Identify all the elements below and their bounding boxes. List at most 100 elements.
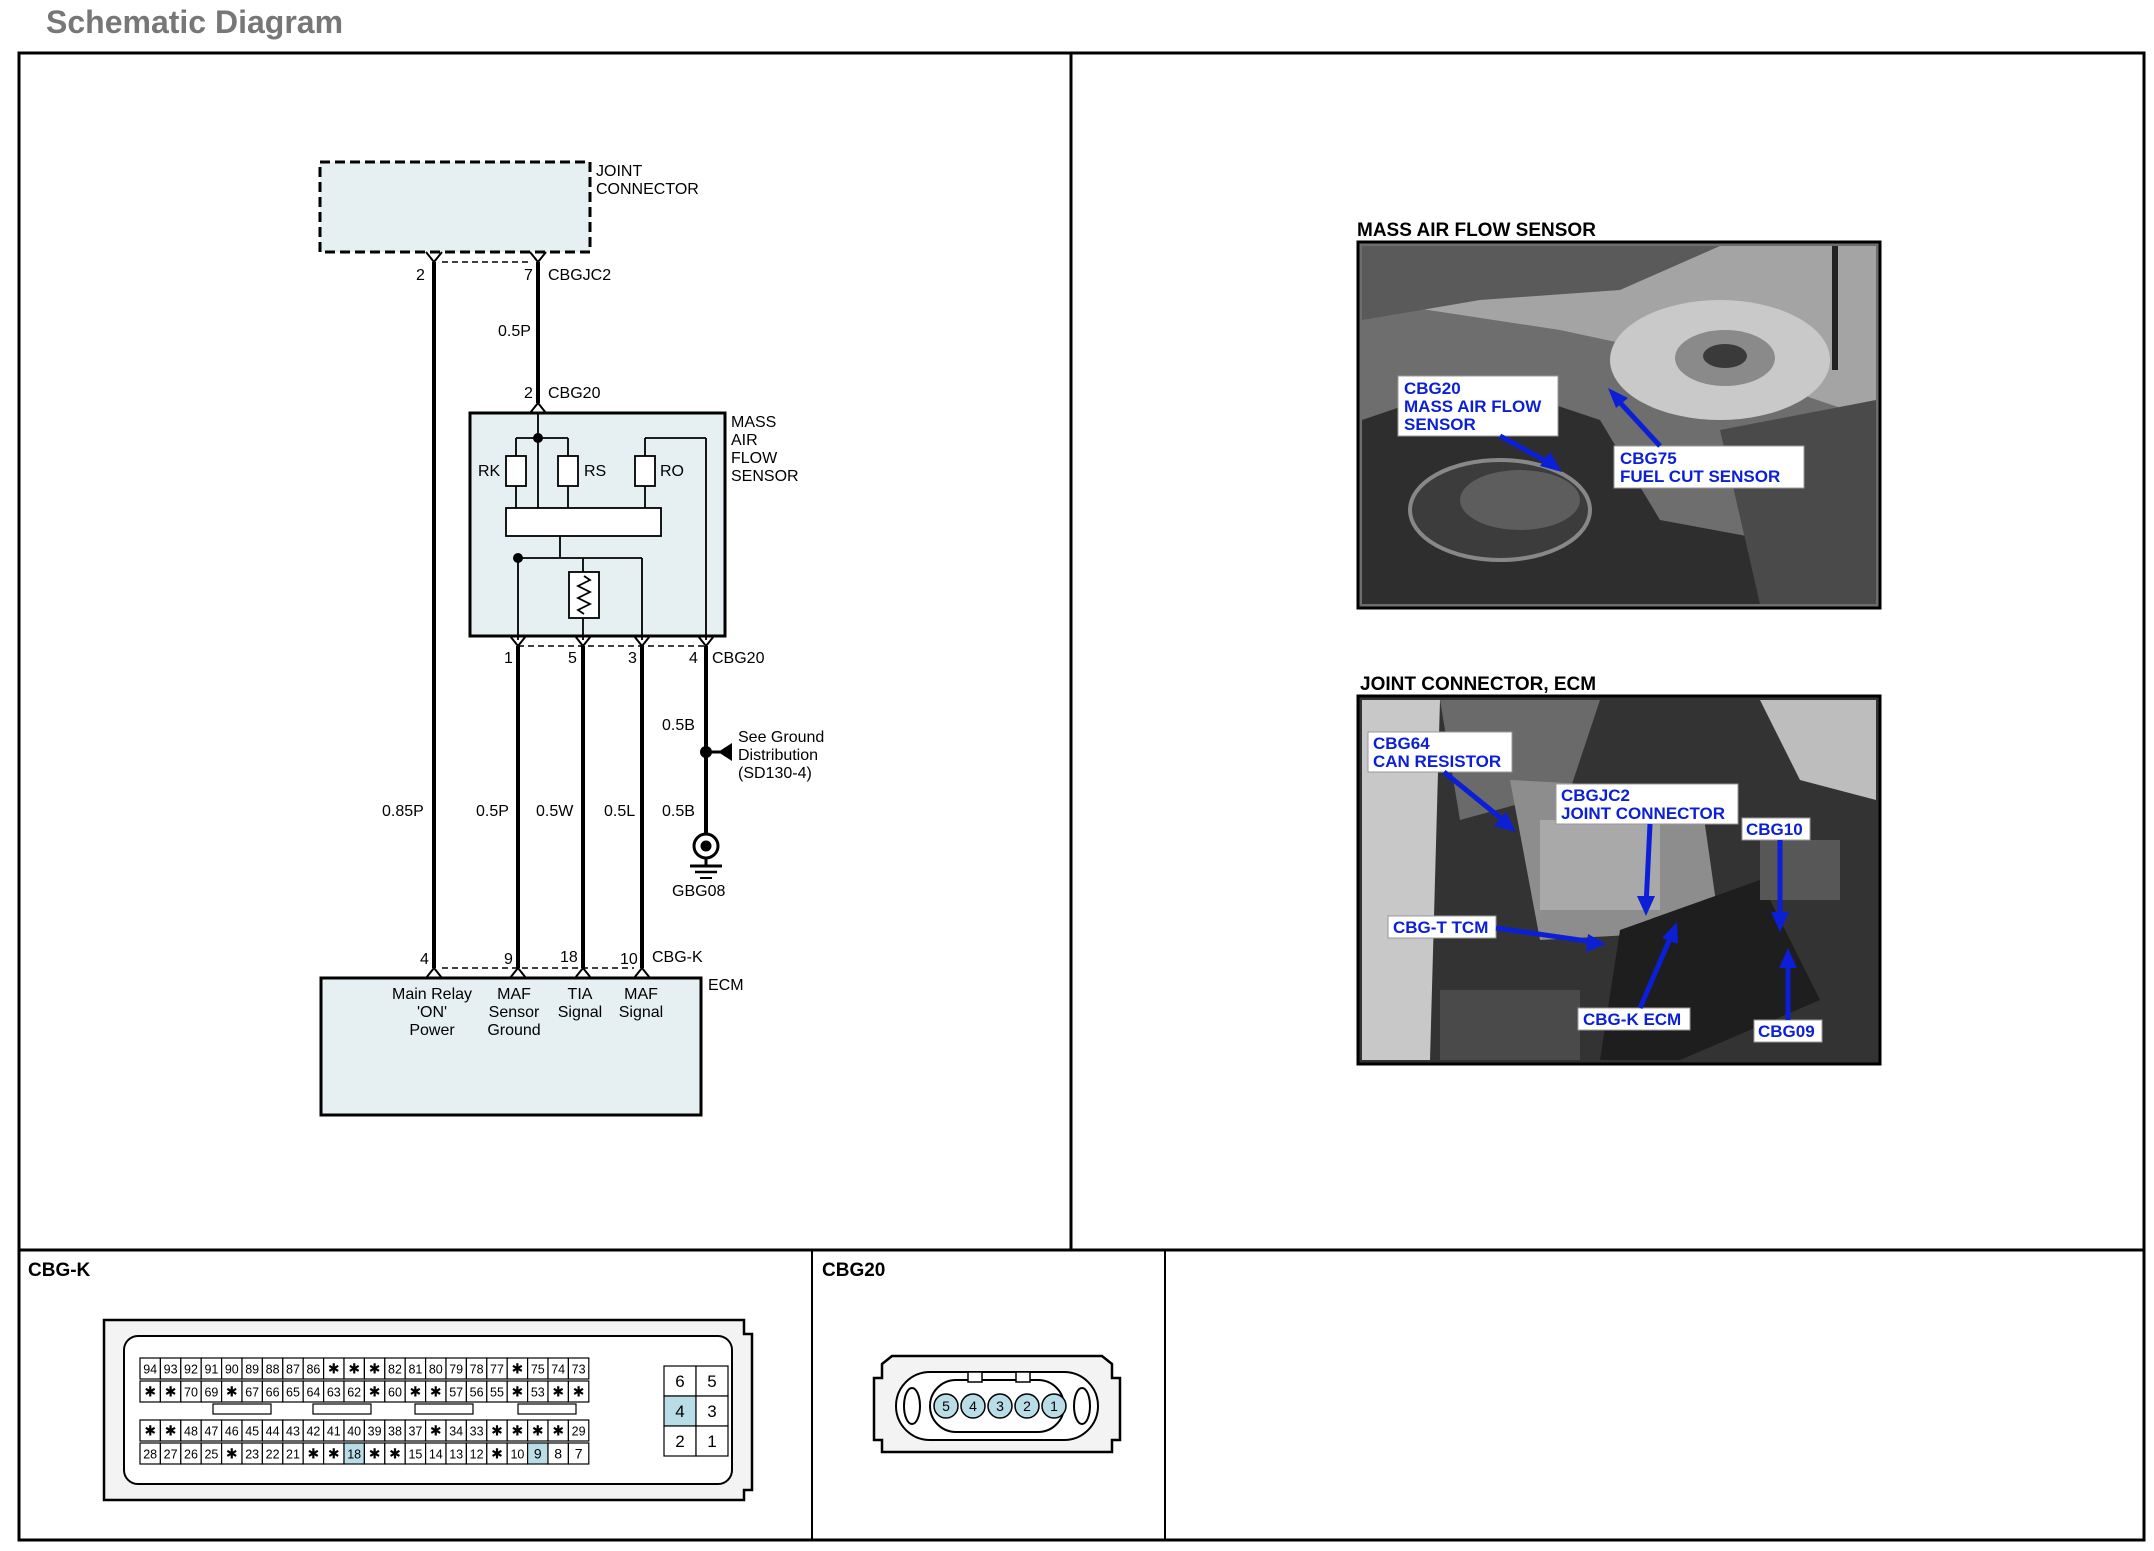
cbgk-latch <box>517 1403 577 1415</box>
cbgk-pin: 89 <box>241 1357 263 1380</box>
svg-text:82: 82 <box>388 1363 402 1377</box>
cbgk-pin: ✱ <box>404 1380 427 1403</box>
ecm-connector-id: CBG-K <box>652 949 703 966</box>
svg-text:43: 43 <box>286 1425 300 1439</box>
maf-pin-1: 1 <box>504 650 513 667</box>
maf-top-pin-arrow <box>529 401 547 414</box>
svg-text:21: 21 <box>286 1448 300 1462</box>
joint-pin-left-number: 2 <box>416 267 425 284</box>
svg-text:73: 73 <box>572 1363 586 1377</box>
cbgk-pin: 38 <box>384 1419 406 1442</box>
cbgk-pin: ✱ <box>159 1380 182 1403</box>
page-title: Schematic Diagram <box>46 4 344 40</box>
junction-dot-2 <box>513 553 523 563</box>
cbgk-pin: ✱ <box>363 1380 386 1403</box>
svg-text:92: 92 <box>184 1363 198 1377</box>
cbgk-pin: ✱ <box>221 1442 243 1465</box>
cbgk-pin: 8 <box>547 1442 569 1465</box>
svg-text:41: 41 <box>327 1425 341 1439</box>
cbgk-pin: 23 <box>241 1442 263 1465</box>
cbgk-pin: 90 <box>221 1357 243 1380</box>
cbgk-pin: ✱ <box>302 1442 325 1465</box>
svg-text:44: 44 <box>266 1425 280 1439</box>
cbgk-pin: 29 <box>567 1419 590 1442</box>
svg-text:28: 28 <box>143 1448 157 1462</box>
wire-gauge-1: 0.85P <box>382 803 424 820</box>
cbgk-pin: 56 <box>465 1380 488 1403</box>
svg-text:MASS AIR FLOW: MASS AIR FLOW <box>1404 397 1542 416</box>
cbgk-pin: 37 <box>404 1419 427 1442</box>
maf-pin-5: 5 <box>568 650 577 667</box>
cbgk-pin: ✱ <box>486 1442 508 1465</box>
ecm-pin-9: 9 <box>504 951 513 968</box>
jc-callout-cbgt-tcm: CBG-T TCM <box>1387 915 1606 952</box>
maf-label-4: SENSOR <box>731 468 799 485</box>
cbgk-side-pin: 5 <box>695 1365 729 1397</box>
cbgk-pin: 53 <box>526 1380 549 1403</box>
cbgk-pin: 63 <box>323 1380 345 1403</box>
cbgk-pin: 33 <box>465 1419 488 1442</box>
cbgk-pin: 41 <box>323 1419 345 1442</box>
cbgk-pin: 69 <box>200 1380 223 1403</box>
cbgk-pin: 45 <box>241 1419 263 1442</box>
cbgk-pin: 91 <box>200 1357 223 1380</box>
svg-text:5: 5 <box>707 1372 716 1391</box>
cbgk-pin: 26 <box>180 1442 202 1465</box>
wire-gauge-5: 0.5B <box>662 717 695 734</box>
ecm-fn-tia-1: TIA <box>568 986 593 1003</box>
svg-text:14: 14 <box>429 1448 443 1462</box>
cbgk-pin: ✱ <box>547 1419 569 1442</box>
joint-connector-box <box>318 160 592 254</box>
maf-internal-circuit <box>505 413 707 640</box>
cbgk-pin: 18 <box>343 1442 365 1465</box>
svg-text:34: 34 <box>449 1425 463 1439</box>
cbgk-pin: 80 <box>425 1357 447 1380</box>
cbgk-pin: ✱ <box>363 1357 386 1380</box>
svg-text:CBG-T TCM: CBG-T TCM <box>1393 918 1488 937</box>
cbgk-pin: 67 <box>241 1380 263 1403</box>
cbgk-pin: 40 <box>343 1419 365 1442</box>
svg-text:45: 45 <box>245 1425 259 1439</box>
svg-text:88: 88 <box>266 1363 280 1377</box>
svg-text:55: 55 <box>490 1386 504 1400</box>
ecm-pin-18: 18 <box>560 949 578 966</box>
svg-text:4: 4 <box>675 1402 684 1421</box>
cbgk-pin: 60 <box>384 1380 406 1403</box>
ecm-fn-maf-signal-2: Signal <box>619 1004 663 1021</box>
svg-text:13: 13 <box>449 1448 463 1462</box>
cbgk-pin: ✱ <box>343 1357 365 1380</box>
wire-gauge-2: 0.5P <box>476 803 509 820</box>
svg-text:CBG64: CBG64 <box>1373 734 1430 753</box>
svg-text:67: 67 <box>245 1386 259 1400</box>
svg-text:18: 18 <box>347 1448 361 1462</box>
harness-wires <box>432 262 708 968</box>
wire-gauge-4: 0.5L <box>604 803 635 820</box>
svg-text:✱: ✱ <box>226 1384 238 1400</box>
cbgk-latch <box>212 1403 272 1415</box>
wire-gauge-3: 0.5W <box>536 803 574 820</box>
svg-text:57: 57 <box>449 1386 463 1400</box>
svg-text:6: 6 <box>675 1372 684 1391</box>
joint-connector-label-2: CONNECTOR <box>596 181 699 198</box>
svg-text:✱: ✱ <box>552 1384 564 1400</box>
joint-connector-id: CBGJC2 <box>548 267 611 284</box>
ecm-fn-maf-ground-1: MAF <box>497 986 531 1003</box>
jc-callout-cbgjc2: CBGJC2 JOINT CONNECTOR <box>1555 783 1739 916</box>
cbgk-pin: 57 <box>445 1380 467 1403</box>
cbgk-pin: 25 <box>200 1442 223 1465</box>
ecm-fn-main-relay-3: Power <box>409 1022 455 1039</box>
cbgk-pin: 81 <box>404 1357 427 1380</box>
svg-text:8: 8 <box>554 1446 562 1462</box>
cbgk-pin: ✱ <box>506 1419 529 1442</box>
svg-text:46: 46 <box>225 1425 239 1439</box>
svg-text:65: 65 <box>286 1386 300 1400</box>
wire-top-gauge: 0.5P <box>498 323 531 340</box>
ecm-fn-maf-ground-3: Ground <box>487 1022 540 1039</box>
cbgk-pin: 93 <box>159 1357 182 1380</box>
ecm-label: ECM <box>708 977 744 994</box>
cbgk-pin: 64 <box>302 1380 325 1403</box>
svg-text:78: 78 <box>470 1363 484 1377</box>
cbgk-pin: ✱ <box>486 1419 508 1442</box>
maf-label-2: AIR <box>731 432 758 449</box>
